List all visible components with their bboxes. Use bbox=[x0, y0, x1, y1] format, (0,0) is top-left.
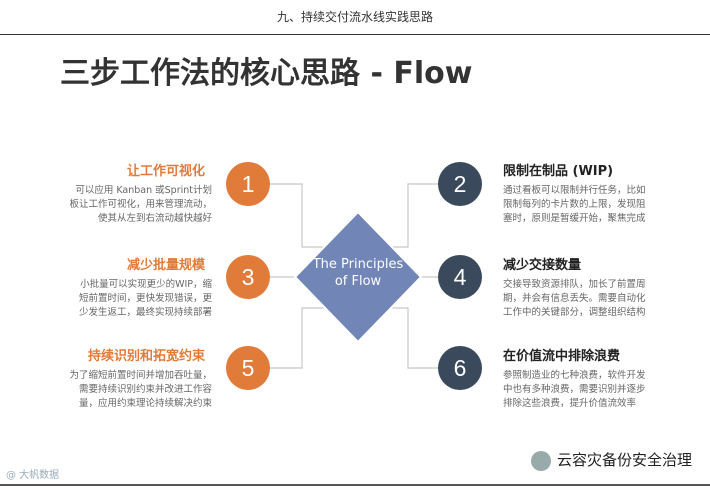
step-2-circle: 2 bbox=[438, 162, 482, 206]
footer-divider bbox=[0, 484, 710, 486]
source-mark: @ 大帆数据 bbox=[6, 470, 60, 481]
step-1-circle: 1 bbox=[226, 162, 270, 206]
step-1-line: 可以应用 Kanban 或Sprint计划 bbox=[75, 185, 212, 196]
step-6-circle: 6 bbox=[438, 346, 482, 390]
step-2-line: 塞时，原则是暂缓开始，聚焦完成 bbox=[503, 213, 646, 224]
wechat-icon bbox=[530, 450, 551, 471]
slide-title: 三步工作法的核心思路 - Flow bbox=[60, 56, 473, 91]
header-divider bbox=[0, 34, 710, 35]
step-6-line: 排除这些浪费，提升价值流效率 bbox=[503, 398, 637, 409]
center-label-line2: of Flow bbox=[334, 274, 382, 289]
center-label: The Principles of Flow bbox=[302, 256, 414, 290]
step-2-line: 限制每列的卡片数的上限，发现阻 bbox=[503, 199, 646, 210]
step-3-title: 减少批量规模 bbox=[126, 258, 205, 273]
step-3-circle: 3 bbox=[226, 255, 270, 299]
step-5-line: 需要持续识别约束并改进工作容 bbox=[78, 384, 212, 395]
step-1-title: 让工作可视化 bbox=[126, 164, 205, 179]
step-5-title: 持续识别和拓宽约束 bbox=[87, 349, 205, 364]
step-3-line: 少发生返工，最终实现持续部署 bbox=[78, 307, 212, 318]
step-4-circle: 4 bbox=[438, 255, 482, 299]
connector-1 bbox=[270, 183, 330, 248]
step-3-line: 短前置时间，更快发现错误，更 bbox=[78, 293, 212, 304]
step-6-line: 中也有多种浪费，需要识别并逐步 bbox=[503, 384, 646, 395]
step-5-line: 为了缩短前置时间并增加吞吐量， bbox=[69, 370, 212, 381]
center-diamond bbox=[293, 210, 423, 344]
step-1-description: 可以应用 Kanban 或Sprint计划 板让工作可视化，用来管理流动， 使其… bbox=[62, 184, 212, 226]
page-header: 九、持续交付流水线实践思路 bbox=[276, 10, 433, 24]
connector-2 bbox=[386, 183, 438, 248]
step-3-line: 小批量可以实现更少的WIP，缩 bbox=[80, 279, 212, 290]
step-6-title: 在价值流中排除浪费 bbox=[503, 349, 621, 364]
step-4-title: 减少交接数量 bbox=[503, 258, 582, 273]
step-4-description: 交接导致资源排队，加长了前置周 期，并会有信息丢失。需要自动化 工作中的关键部分… bbox=[503, 278, 653, 320]
step-4-line: 工作中的关键部分，调整组织结构 bbox=[503, 307, 646, 318]
step-2-line: 通过看板可以限制并行任务，比如 bbox=[503, 185, 646, 196]
step-2-description: 通过看板可以限制并行任务，比如 限制每列的卡片数的上限，发现阻 塞时，原则是暂缓… bbox=[503, 184, 653, 226]
step-5-circle: 5 bbox=[226, 346, 270, 390]
watermark: 云容灾备份安全治理 bbox=[530, 448, 692, 472]
step-6-description: 参照制造业的七种浪费，软件开发 中也有多种浪费，需要识别并逐步 排除这些浪费，提… bbox=[503, 369, 653, 411]
step-1-line: 板让工作可视化，用来管理流动， bbox=[69, 199, 212, 210]
step-6-line: 参照制造业的七种浪费，软件开发 bbox=[503, 370, 646, 381]
center-label-line1: The Principles bbox=[312, 257, 404, 272]
step-4-line: 交接导致资源排队，加长了前置周 bbox=[503, 279, 646, 290]
step-4-line: 期，并会有信息丢失。需要自动化 bbox=[503, 293, 646, 304]
step-5-line: 量，应用约束理论持续解决约束 bbox=[78, 398, 212, 409]
step-3-description: 小批量可以实现更少的WIP，缩 短前置时间，更快发现错误，更 少发生返工，最终实… bbox=[62, 278, 212, 320]
watermark-text: 云容灾备份安全治理 bbox=[556, 451, 692, 469]
connector-6 bbox=[386, 307, 438, 369]
step-5-description: 为了缩短前置时间并增加吞吐量， 需要持续识别约束并改进工作容 量，应用约束理论持… bbox=[62, 369, 212, 411]
connector-5 bbox=[270, 307, 330, 369]
step-1-line: 使其从左到右流动越快越好 bbox=[97, 213, 212, 224]
step-2-title: 限制在制品 (WIP) bbox=[503, 164, 614, 179]
